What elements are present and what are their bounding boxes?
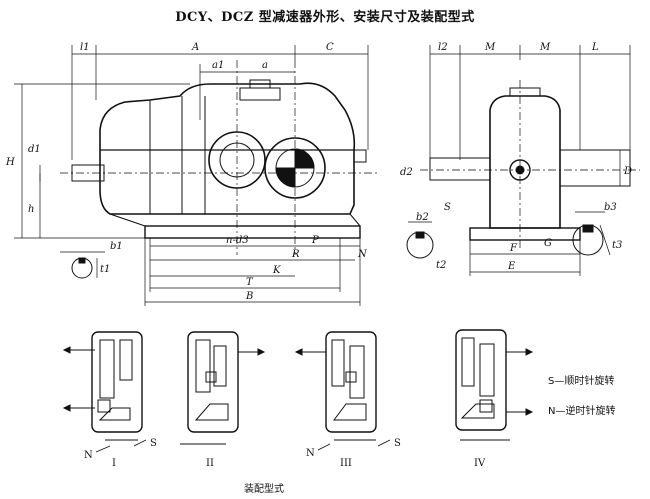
dim-M-right: M	[539, 42, 551, 53]
front-housing	[99, 82, 356, 215]
form-label-III: III	[340, 458, 352, 469]
dim-h: h	[28, 204, 34, 215]
dim-a1: a1	[212, 60, 224, 71]
dim-b3: b3	[604, 202, 617, 213]
dim-D: D	[623, 166, 632, 177]
dim-b1: b1	[110, 241, 123, 252]
dim-P: P	[311, 235, 319, 246]
dim-M-left: M	[484, 42, 496, 53]
dim-E: E	[507, 261, 516, 272]
rot-s-III: S	[394, 438, 401, 449]
rot-n-III: N	[306, 448, 315, 459]
dim-G: G	[544, 238, 552, 249]
assembly-form-IV	[455, 329, 534, 441]
dim-d1: d1	[28, 144, 41, 155]
legend-counterclockwise: N—逆时针旋转	[548, 404, 615, 417]
assembly-form-III	[294, 331, 377, 441]
rot-s-I: S	[150, 438, 157, 449]
dim-d2: d2	[400, 167, 413, 178]
dim-l1: l1	[80, 42, 90, 53]
dim-t1: t1	[100, 264, 110, 275]
dim-R: R	[291, 249, 300, 260]
legend-clockwise: S—顺时针旋转	[548, 374, 614, 387]
assembly-form-II	[180, 331, 266, 445]
dim-H: H	[5, 157, 15, 168]
dim-b2: b2	[416, 212, 429, 223]
form-label-II: II	[206, 458, 214, 469]
side-view	[406, 45, 640, 276]
dim-C: C	[326, 42, 334, 53]
front-view	[14, 45, 380, 306]
dim-A: A	[191, 42, 199, 53]
dim-t3: t3	[612, 240, 622, 251]
drawing-title: DCY、DCZ 型减速器外形、安装尺寸及装配型式	[175, 10, 475, 25]
dim-S: S	[444, 202, 451, 213]
assembly-caption: 装配型式	[244, 482, 284, 495]
assembly-forms	[62, 329, 534, 453]
dim-L: L	[591, 42, 599, 53]
dim-B: B	[245, 291, 253, 302]
dim-T: T	[246, 277, 254, 288]
side-housing	[489, 95, 561, 229]
dim-n-d3: n-d3	[226, 235, 249, 246]
dimension-labels: l1 A C a1 a H d1 h n-d3 P R N K T B b1 t…	[5, 42, 632, 302]
dim-l2: l2	[438, 42, 448, 53]
assembly-labels: I II III IV 装配型式 S N S N S—顺时针旋转 N—逆时针旋转	[84, 374, 615, 495]
dim-t2: t2	[436, 260, 446, 271]
dim-N: N	[357, 249, 368, 260]
form-label-IV: IV	[474, 458, 486, 469]
rot-n-I: N	[84, 450, 93, 461]
dim-F: F	[509, 243, 518, 254]
dim-K: K	[272, 265, 281, 276]
form-label-I: I	[112, 458, 116, 469]
assembly-form-I	[62, 331, 143, 441]
dim-a: a	[262, 60, 268, 71]
